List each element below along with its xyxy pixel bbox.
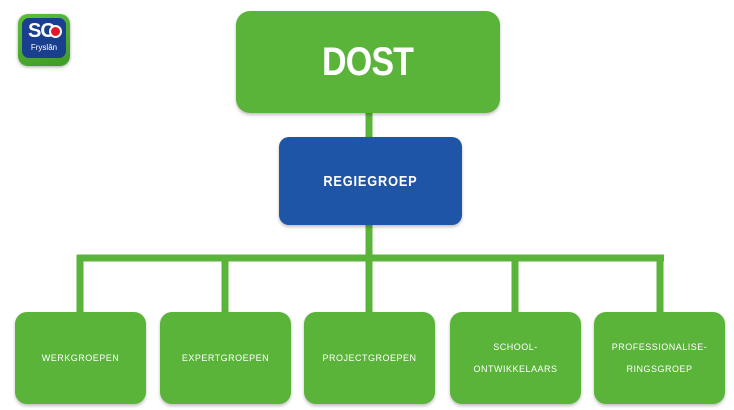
regiegroep-label: REGIEGROEP xyxy=(323,172,418,190)
so-fryslan-logo: SO Fryslân xyxy=(18,14,70,66)
dost-box: DOST xyxy=(236,11,500,113)
logo-dot-icon xyxy=(49,25,62,38)
professionaliseringsgroep-label: PROFESSIONALISE- RINGSGROEP xyxy=(611,342,708,374)
werkgroepen-box: WERKGROEPEN xyxy=(15,312,146,404)
projectgroepen-box: PROJECTGROEPEN xyxy=(304,312,435,404)
projectgroepen-label: PROJECTGROEPEN xyxy=(322,353,417,363)
expertgroepen-box: EXPERTGROEPEN xyxy=(160,312,291,404)
schoolontwikkelaars-box: SCHOOL- ONTWIKKELAARS xyxy=(450,312,581,404)
expertgroepen-label: EXPERTGROEPEN xyxy=(181,353,270,363)
werkgroepen-label: WERKGROEPEN xyxy=(41,353,120,363)
logo-badge: SO Fryslân xyxy=(22,18,66,58)
logo-main-text: SO xyxy=(28,20,56,42)
regiegroep-box: REGIEGROEP xyxy=(279,137,462,225)
professionaliseringsgroep-box: PROFESSIONALISE- RINGSGROEP xyxy=(594,312,725,404)
dost-label: DOST xyxy=(322,39,414,84)
logo-sub-text: Fryslân xyxy=(30,43,58,52)
schoolontwikkelaars-label: SCHOOL- ONTWIKKELAARS xyxy=(473,342,558,374)
